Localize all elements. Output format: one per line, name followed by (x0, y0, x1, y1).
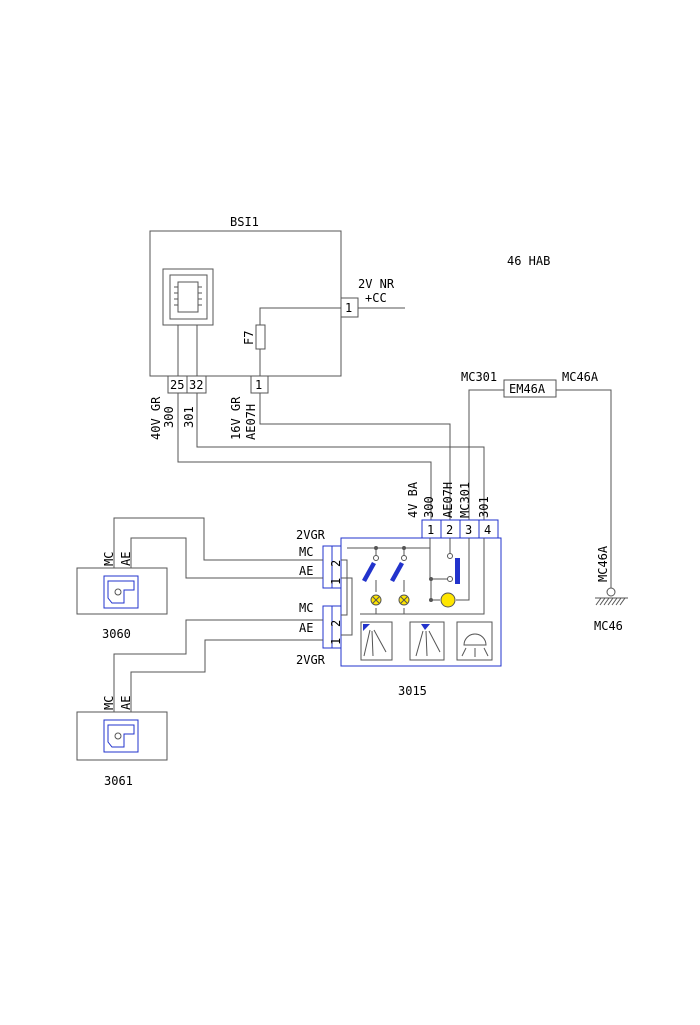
lamp-wires (113, 517, 323, 712)
dome-light-icon (456, 621, 493, 661)
lamp-3061-id: 3061 (104, 774, 133, 788)
fuse-f7 (255, 324, 266, 350)
switch-lever-3 (455, 558, 460, 584)
pin2-wire-label: AE07H (441, 482, 455, 518)
bsi-ecu-icon (162, 268, 214, 326)
ground-chain: MC301 EM46A MC46A MC46A MC46 (461, 370, 628, 633)
left-conn-top-label: 2VGR (296, 528, 326, 542)
harness-wires (177, 389, 612, 588)
bsi-power-pin-label: 1 (345, 301, 352, 315)
left-top-pin2: 2 (329, 560, 343, 567)
wire-mc46a-label: MC46A (562, 370, 599, 384)
reading-light-left-icon (360, 621, 393, 661)
wire-mc46a-vertical-label: MC46A (596, 545, 610, 582)
lamp-3061: MC AE 3061 (76, 696, 168, 788)
zone-label: 46 HAB (507, 254, 550, 268)
indicator-lamp-2 (398, 594, 410, 606)
switch-3015-id: 3015 (398, 684, 427, 698)
lamp-3060-id: 3060 (102, 627, 131, 641)
left-top-ae: AE (299, 564, 313, 578)
conn-main-label: 40V GR (149, 396, 163, 440)
indicator-lamp-1 (370, 594, 382, 606)
left-conn-bottom-label: 2VGR (296, 653, 326, 667)
pin3-wire-label: MC301 (458, 482, 472, 518)
lamp-3061-mc: MC (102, 696, 116, 710)
courtesy-lamp-icon (103, 719, 139, 753)
left-bottom-mc: MC (299, 601, 313, 615)
lamp-3060-ae: AE (119, 552, 133, 566)
switch-3015: 4V BA 300 AE07H MC301 301 1 2 3 4 2 1 2 … (296, 481, 502, 698)
lamp-3061-box (76, 711, 168, 761)
bsi-title: BSI1 (230, 215, 259, 229)
lamp-3060: MC AE 3060 (76, 552, 168, 641)
bsi-box (149, 230, 342, 377)
ground-label: MC46 (594, 619, 623, 633)
lamp-3060-mc: MC (102, 552, 116, 566)
pin-4-label: 4 (484, 523, 491, 537)
switch-lever-1 (362, 562, 376, 582)
ground-point (606, 587, 616, 597)
pin-4 (478, 519, 499, 539)
left-bottom-pin2: 2 (329, 620, 343, 627)
wire-mc301-label: MC301 (461, 370, 497, 384)
pin-3-label: 3 (465, 523, 472, 537)
conn-4vba-label: 4V BA (406, 481, 420, 518)
wire-300-label: 300 (162, 406, 176, 428)
lamp-3061-ae: AE (119, 696, 133, 710)
fuse-label: F7 (242, 331, 256, 345)
power-label: +CC (365, 291, 387, 305)
em46a-connector (503, 379, 557, 398)
left-bottom-ae: AE (299, 621, 313, 635)
courtesy-lamp-icon (103, 575, 139, 609)
pin-1-label: 1 (427, 523, 434, 537)
pin4-wire-label: 301 (477, 496, 491, 518)
left-bottom-pin1: 1 (329, 638, 343, 645)
pin1-wire-label: 300 (422, 496, 436, 518)
bsi-pin-25-label: 25 (170, 378, 184, 392)
left-top-mc: MC (299, 545, 313, 559)
bsi-pin-32-label: 32 (189, 378, 203, 392)
bsi-fuse-pin-label: 1 (255, 378, 262, 392)
power-wire-label: 2V NR (358, 277, 395, 291)
pin-2-label: 2 (446, 523, 453, 537)
wire-ae07h-label: AE07H (244, 404, 258, 440)
switch-3015-box (340, 537, 502, 667)
reading-light-right-icon (409, 621, 445, 661)
lamp-3060-box (76, 567, 168, 615)
conn-fuse-label: 16V GR (229, 396, 243, 440)
left-top-pin1: 1 (329, 578, 343, 585)
wire-301-label: 301 (182, 406, 196, 428)
illumination-lamp (440, 592, 456, 608)
em46a-label: EM46A (509, 382, 546, 396)
switch-lever-2 (390, 562, 404, 582)
bsi-unit: BSI1 1 2V NR +CC F7 25 32 1 40V GR (149, 215, 405, 440)
